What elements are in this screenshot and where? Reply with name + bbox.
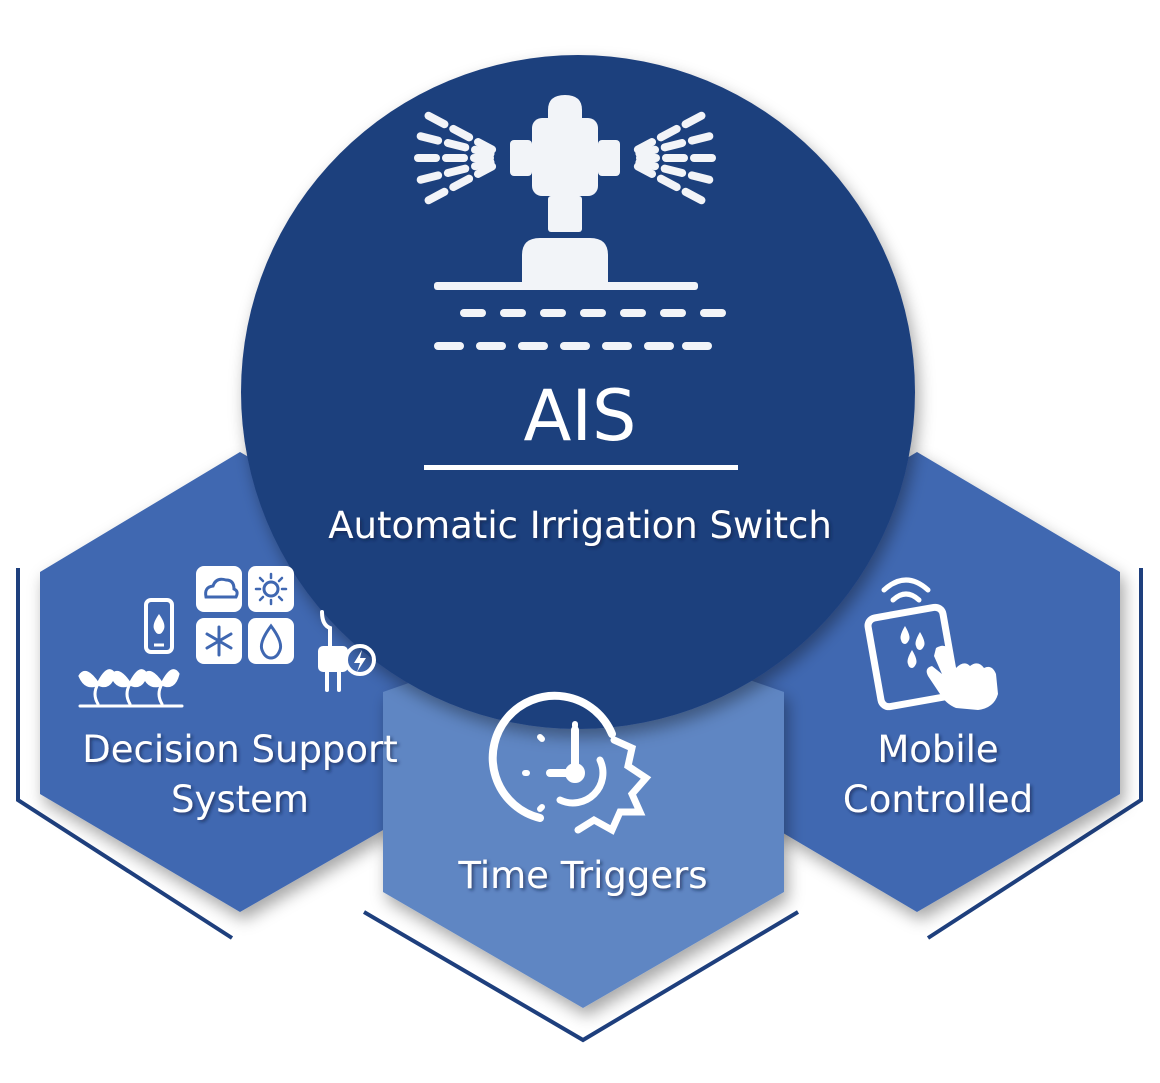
mobile-tablet-icon	[864, 577, 998, 711]
feature-label-line: Decision Support	[82, 728, 398, 771]
hex-outline-middle	[362, 910, 800, 1043]
feature-label-line: Mobile	[877, 728, 998, 771]
feature-label-line: System	[171, 778, 309, 821]
snowflake-icon	[205, 625, 233, 657]
center-circle	[241, 55, 915, 729]
power-plug-icon	[318, 610, 376, 692]
sprinkler-icon	[414, 95, 726, 350]
feature-label-line: Time Triggers	[457, 854, 707, 897]
phone-icon	[144, 598, 174, 654]
hex-outline-right	[926, 568, 1143, 940]
sun-icon	[262, 580, 280, 598]
cloud-icon	[204, 577, 239, 599]
hex-outline-left	[16, 568, 234, 940]
water-drop-icon	[259, 623, 283, 660]
decision-support-icon	[78, 566, 376, 708]
center-title: AIS	[524, 375, 637, 457]
plants-icon	[78, 669, 184, 708]
center-divider	[424, 465, 738, 470]
feature-label-line: Controlled	[843, 778, 1033, 821]
clock-gear-icon	[488, 691, 652, 835]
center-subtitle: Automatic Irrigation Switch	[328, 504, 832, 547]
hex-time-triggers	[383, 622, 784, 1008]
feature-label-time-triggers: Time Triggers	[457, 854, 707, 897]
